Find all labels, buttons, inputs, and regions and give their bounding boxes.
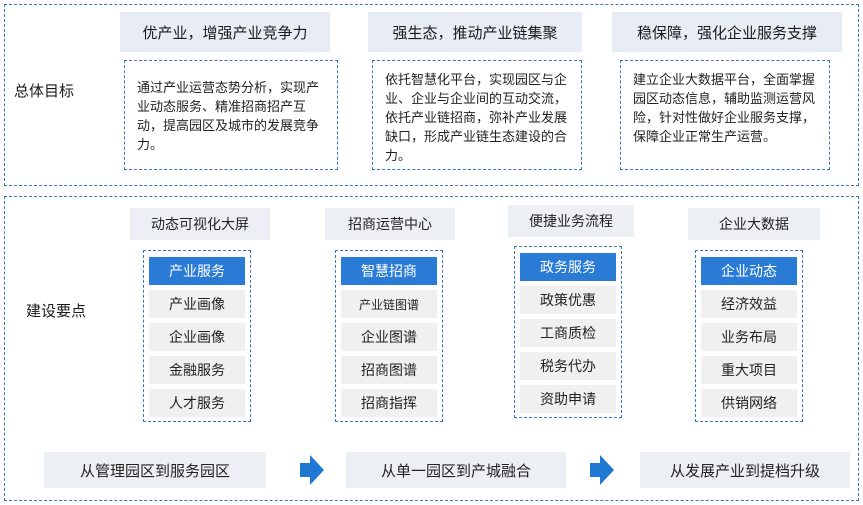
flow-step-1: 从管理园区到服务园区 — [44, 452, 266, 488]
column-4-item-5[interactable]: 供销网络 — [701, 389, 797, 417]
column-1-item-3[interactable]: 企业画像 — [149, 323, 245, 351]
column-3-item-5[interactable]: 资助申请 — [520, 385, 616, 413]
column-2-item-1[interactable]: 智慧招商 — [341, 257, 437, 285]
goal-title-2: 强生态，推动产业链集聚 — [368, 12, 582, 52]
column-2-item-5[interactable]: 招商指挥 — [341, 389, 437, 417]
goal-title-1: 优产业，增强产业竞争力 — [120, 12, 330, 52]
goal-desc-3: 建立企业大数据平台，全面掌握园区动态信息，辅助监测运营风险，针对性做好企业服务支… — [620, 60, 830, 170]
column-1-item-2[interactable]: 产业画像 — [149, 290, 245, 318]
arrow-right-icon — [300, 455, 324, 485]
goal-title-3: 稳保障，强化企业服务支撑 — [612, 12, 842, 52]
column-3-item-3[interactable]: 工商质检 — [520, 319, 616, 347]
column-3-item-4[interactable]: 税务代办 — [520, 352, 616, 380]
column-4-item-2[interactable]: 经济效益 — [701, 290, 797, 318]
column-1-item-4[interactable]: 金融服务 — [149, 356, 245, 384]
construction-section — [4, 196, 859, 501]
goal-desc-2: 依托智慧化平台，实现园区与企业、企业与企业间的互动交流，依托产业链招商，弥补产业… — [372, 60, 582, 170]
goals-section — [4, 4, 859, 186]
column-1-item-5[interactable]: 人才服务 — [149, 389, 245, 417]
column-3-item-1[interactable]: 政务服务 — [520, 253, 616, 281]
column-title-1: 动态可视化大屏 — [130, 208, 270, 240]
column-box-4: 企业动态 经济效益 业务布局 重大项目 供销网络 — [695, 250, 803, 422]
goals-label: 总体目标 — [14, 82, 75, 100]
column-1-item-1[interactable]: 产业服务 — [149, 257, 245, 285]
column-3-item-2[interactable]: 政策优惠 — [520, 286, 616, 314]
column-2-item-3[interactable]: 企业图谱 — [341, 323, 437, 351]
column-box-2: 智慧招商 产业链图谱 企业图谱 招商图谱 招商指挥 — [335, 250, 443, 422]
column-4-item-3[interactable]: 业务布局 — [701, 323, 797, 351]
column-title-2: 招商运营中心 — [325, 208, 455, 240]
column-2-item-2[interactable]: 产业链图谱 — [341, 290, 437, 318]
goal-desc-1: 通过产业运营态势分析，实现产业动态服务、精准招商招产互动，提高园区及城市的发展竞… — [124, 60, 338, 170]
column-4-item-4[interactable]: 重大项目 — [701, 356, 797, 384]
flow-step-2: 从单一园区到产城融合 — [346, 452, 566, 488]
column-4-item-1[interactable]: 企业动态 — [701, 257, 797, 285]
column-title-3: 便捷业务流程 — [508, 205, 634, 237]
arrow-right-icon — [590, 455, 614, 485]
construction-label: 建设要点 — [26, 302, 87, 320]
flow-step-3: 从发展产业到提档升级 — [640, 452, 850, 488]
column-box-3: 政务服务 政策优惠 工商质检 税务代办 资助申请 — [514, 246, 622, 418]
column-box-1: 产业服务 产业画像 企业画像 金融服务 人才服务 — [143, 250, 251, 422]
column-title-4: 企业大数据 — [688, 208, 820, 240]
column-2-item-4[interactable]: 招商图谱 — [341, 356, 437, 384]
